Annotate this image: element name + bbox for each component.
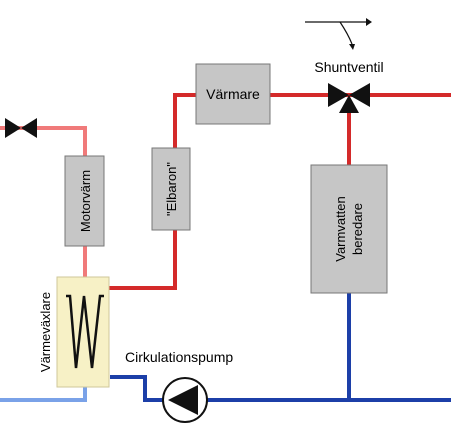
pipe-light-blue — [0, 386, 87, 402]
water-heater-label-line1: Varmvatten — [333, 196, 348, 262]
motor-heater-box: Motorvärm — [64, 155, 105, 247]
elbaron-label: "Elbaron" — [164, 162, 179, 216]
shunt-valve-icon — [328, 83, 370, 113]
pipe-blue-return — [110, 375, 451, 402]
shunt-actuator-arrow-icon — [305, 18, 372, 50]
water-heater-label-line2: beredare — [350, 203, 365, 255]
heat-exchanger-label: Värmeväxlare — [38, 292, 53, 372]
motor-heater-label: Motorvärm — [78, 170, 93, 232]
heat-exchanger: Värmeväxlare — [38, 276, 110, 388]
shunt-valve-label: Shuntventil — [314, 59, 383, 75]
valve-left-icon — [5, 118, 37, 138]
elbaron-box: "Elbaron" — [151, 147, 191, 231]
exchanger-coil — [66, 294, 104, 369]
heater-box: Värmare — [195, 63, 271, 125]
heater-label: Värmare — [206, 86, 260, 102]
circulation-pump-label: Cirkulationspump — [125, 349, 233, 365]
circulation-pump-icon — [162, 377, 208, 423]
water-heater-box: Varmvatten beredare — [310, 164, 388, 294]
